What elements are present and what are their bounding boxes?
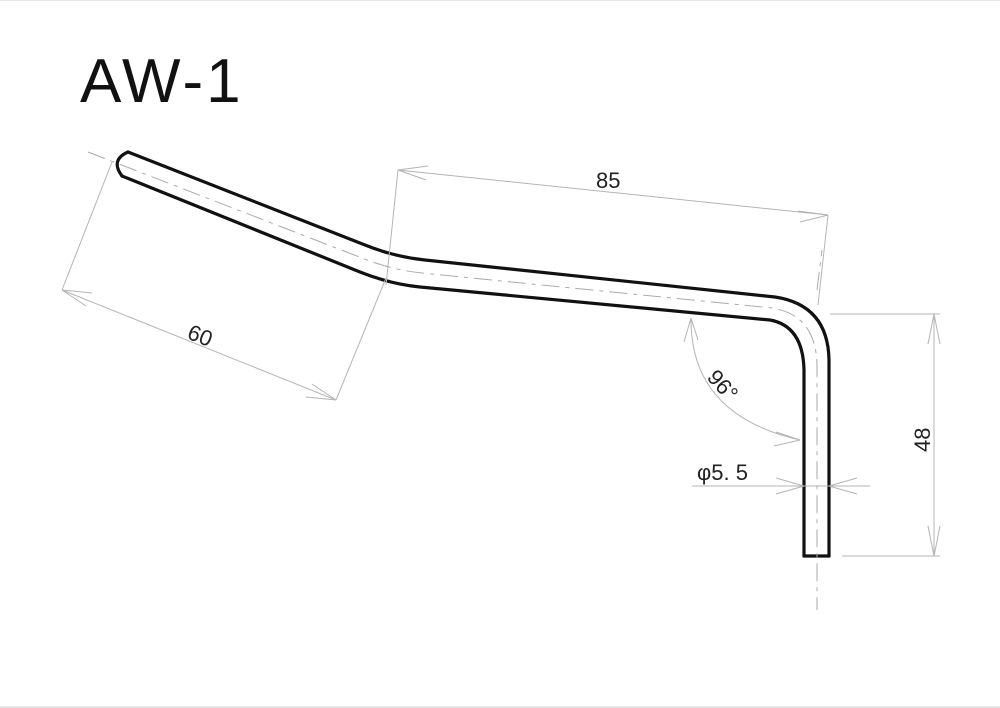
center-line <box>87 151 823 610</box>
drawing-title: AW-1 <box>80 47 244 116</box>
dimension-angle-96: 96° <box>683 317 801 447</box>
dimension-85: 85 <box>385 165 829 306</box>
top-border <box>0 0 1000 1</box>
dimension-label-angle: 96° <box>702 365 743 406</box>
bottom-border <box>0 706 1000 708</box>
rod-outline <box>115 150 831 558</box>
dimension-label-48: 48 <box>910 428 935 452</box>
dimension-label-diameter: φ5. 5 <box>697 460 748 485</box>
dimension-48: 48 <box>830 313 941 557</box>
dimension-60: 60 <box>61 161 387 401</box>
dimension-label-85: 85 <box>596 168 620 193</box>
dimension-label-60: 60 <box>184 319 216 351</box>
dimension-diameter: φ5. 5 <box>692 460 870 495</box>
